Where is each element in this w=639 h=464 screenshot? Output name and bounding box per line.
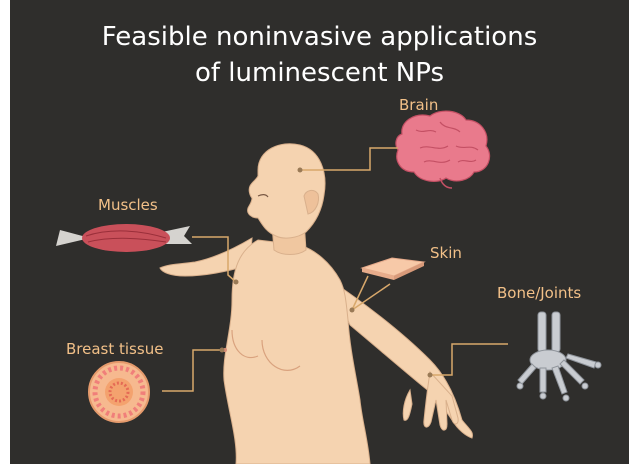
title-line-1: Feasible noninvasive applications	[0, 20, 639, 54]
torso	[224, 240, 370, 464]
muscle-icon	[56, 224, 192, 252]
breast-connector	[162, 350, 222, 391]
human-figure	[160, 144, 473, 464]
bone-joints-label: Bone/Joints	[497, 284, 581, 302]
breast-tissue-icon	[89, 362, 149, 422]
title-line-2: of luminescent NPs	[0, 56, 639, 90]
muscles-label: Muscles	[98, 196, 158, 214]
breast-tissue-label: Breast tissue	[66, 340, 163, 358]
brain-label: Brain	[399, 96, 438, 114]
bone-icon	[517, 312, 601, 401]
skin-patch-icon	[362, 258, 424, 280]
left-hand-thumb	[403, 390, 412, 420]
skin-label: Skin	[430, 244, 462, 262]
brain-icon	[396, 111, 490, 188]
bone-connector	[430, 344, 508, 375]
